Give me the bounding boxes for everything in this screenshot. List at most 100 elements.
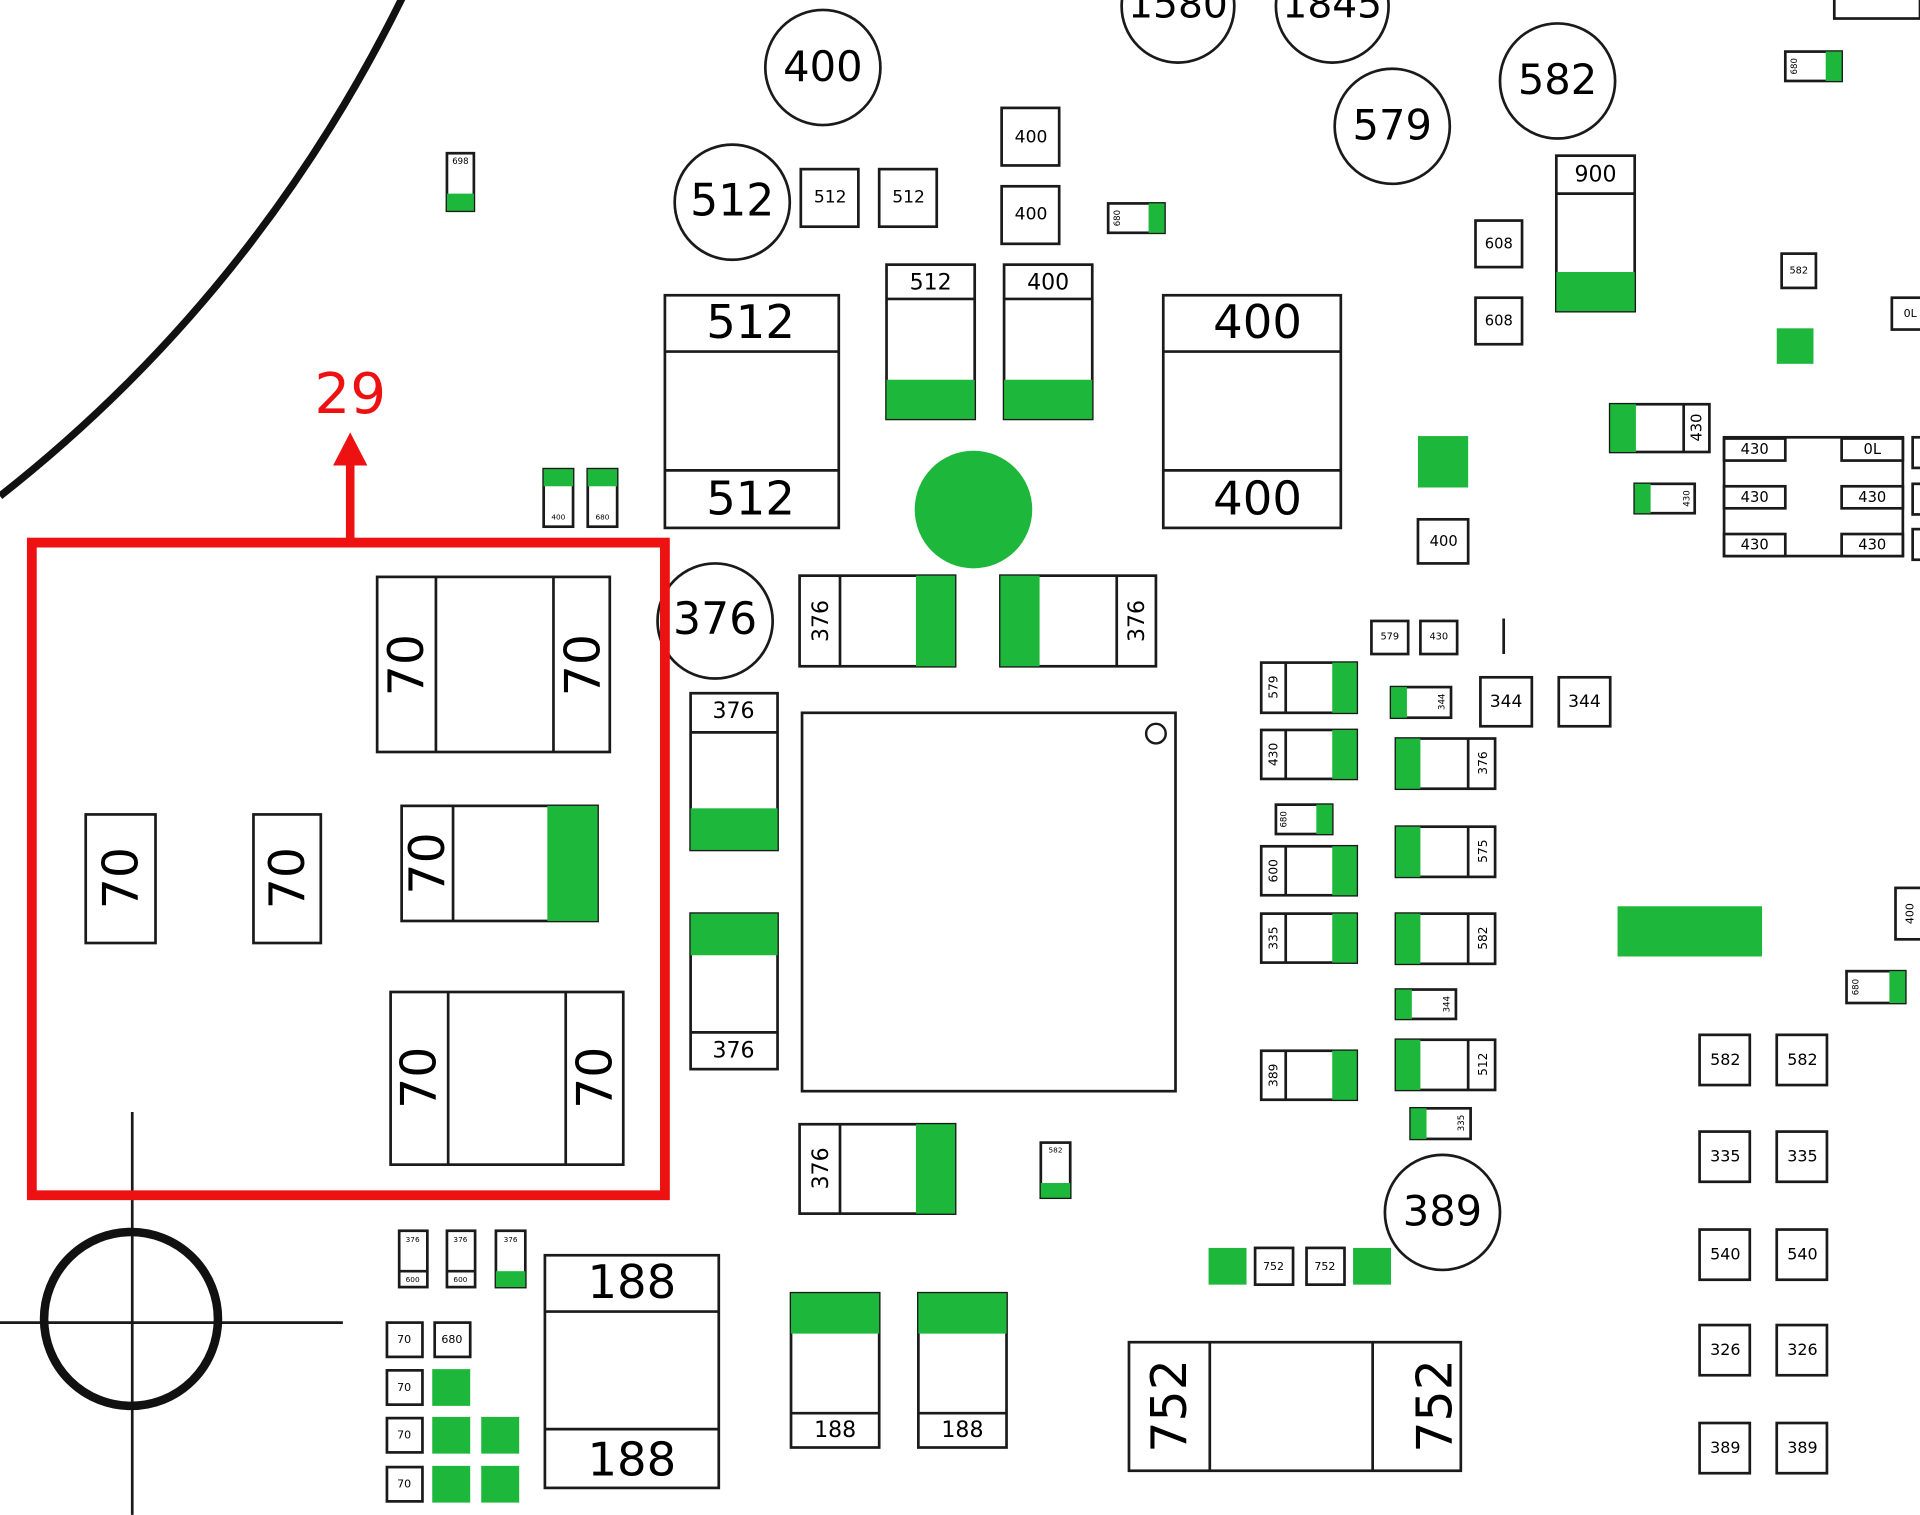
component-label: 600 xyxy=(1266,859,1280,882)
component xyxy=(877,167,939,229)
component-label: 752 xyxy=(1263,1260,1284,1273)
component-label: 188 xyxy=(587,1255,676,1309)
green-pad xyxy=(1000,575,1040,667)
component-label: 400 xyxy=(1213,295,1302,349)
green-pad xyxy=(1148,203,1165,233)
test-point-label: 376 xyxy=(673,594,757,645)
component-label: 389 xyxy=(1710,1438,1740,1457)
component-label: 680 xyxy=(595,512,609,521)
callout-arrow-head xyxy=(333,432,368,466)
test-point-label: 579 xyxy=(1353,101,1432,150)
component-label: 680 xyxy=(1113,210,1123,226)
component-label: 600 xyxy=(406,1275,420,1284)
component-label: 680 xyxy=(1279,811,1289,827)
green-pad xyxy=(791,1293,880,1334)
component-label: 512 xyxy=(1476,1053,1490,1076)
green-pad xyxy=(1825,51,1842,81)
component-label: 579 xyxy=(1266,675,1280,698)
component-label: 70 xyxy=(397,1429,411,1442)
component xyxy=(1474,296,1524,346)
component xyxy=(1775,1421,1829,1475)
green-pad xyxy=(1395,1039,1421,1090)
green-pad xyxy=(1332,729,1357,779)
component xyxy=(543,1253,721,1490)
test-point-label: 1580 xyxy=(1128,0,1228,28)
component xyxy=(1775,1323,1829,1377)
green-pad xyxy=(1332,846,1357,896)
component-label: 376 xyxy=(809,1147,834,1189)
component xyxy=(1894,886,1920,941)
test-point xyxy=(656,562,774,680)
component-label: 608 xyxy=(1485,312,1513,329)
component xyxy=(1698,1421,1752,1475)
component-label: 400 xyxy=(551,512,565,521)
component xyxy=(1698,1130,1752,1184)
component xyxy=(1161,293,1343,530)
green-pad xyxy=(915,575,956,667)
component xyxy=(433,1321,472,1359)
component-label: 376 xyxy=(809,600,834,642)
green-pad xyxy=(1634,483,1651,514)
component-label: 188 xyxy=(587,1433,676,1487)
component xyxy=(1474,219,1524,269)
green-pad xyxy=(1004,379,1093,419)
component-label: 344 xyxy=(1568,692,1601,712)
component-label: 335 xyxy=(1787,1147,1817,1166)
test-point-label: 1845 xyxy=(1282,0,1382,28)
component xyxy=(1775,1130,1829,1184)
test-point-label: 400 xyxy=(783,42,862,91)
component-label: 70 xyxy=(399,832,456,894)
green-pad xyxy=(1395,826,1421,877)
component xyxy=(1698,1228,1752,1282)
green-pad xyxy=(1556,271,1635,312)
component xyxy=(1305,1246,1346,1286)
component-label: 400 xyxy=(1015,204,1048,224)
component-label: 680 xyxy=(441,1333,462,1346)
component xyxy=(799,167,860,229)
component-label: 512 xyxy=(892,187,925,207)
callout-number: 29 xyxy=(314,362,386,427)
green-pad xyxy=(690,808,778,850)
component-label: 0L xyxy=(1863,441,1881,458)
component xyxy=(1698,1033,1752,1087)
component xyxy=(1840,532,1905,558)
green-pad xyxy=(481,1465,520,1503)
green-pad xyxy=(1776,328,1814,364)
component-label: 430 xyxy=(1741,537,1769,554)
component xyxy=(389,990,625,1166)
component xyxy=(663,293,841,530)
green-pad xyxy=(1395,989,1412,1019)
test-point xyxy=(1274,0,1390,64)
pin-one-marker xyxy=(1144,722,1167,745)
component-label: 430 xyxy=(1266,743,1280,766)
component-label: 430 xyxy=(1741,489,1769,506)
green-pad xyxy=(1316,804,1333,835)
component xyxy=(385,1369,424,1406)
green-pad xyxy=(432,1465,471,1503)
green-round-pad xyxy=(914,450,1033,569)
green-pad xyxy=(915,1124,956,1214)
board-edge-outline xyxy=(0,0,406,499)
green-pad xyxy=(1395,738,1421,789)
component-label: 400 xyxy=(1213,472,1302,526)
component-label: 376 xyxy=(453,1235,467,1244)
component-label: 389 xyxy=(1787,1438,1817,1457)
component xyxy=(1832,0,1920,20)
component xyxy=(1416,517,1470,565)
component xyxy=(1557,675,1612,728)
component xyxy=(1000,106,1061,167)
green-pad xyxy=(1353,1247,1392,1285)
component xyxy=(252,813,323,945)
component-label: 540 xyxy=(1787,1245,1817,1264)
component xyxy=(1911,482,1920,516)
green-pad xyxy=(1617,906,1763,957)
component xyxy=(1840,437,1905,462)
component xyxy=(1419,619,1459,656)
component xyxy=(397,1229,429,1289)
test-point-label: 389 xyxy=(1403,1187,1482,1236)
component xyxy=(1722,484,1787,510)
component-label: 600 xyxy=(453,1275,467,1284)
green-pad xyxy=(1410,1108,1427,1139)
component-label: 376 xyxy=(504,1235,518,1244)
component-label: 70 xyxy=(397,1333,411,1346)
